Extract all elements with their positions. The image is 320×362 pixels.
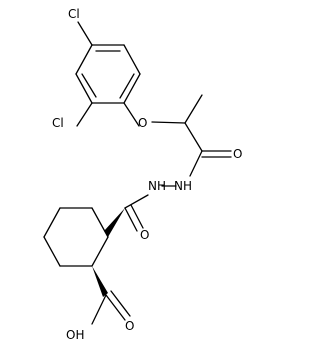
ring-bond: [91, 236, 109, 267]
hydrogen-label: H: [183, 179, 192, 193]
ring-bond: [75, 44, 93, 75]
oxygen-label: O: [233, 147, 242, 161]
dichlorophenyl-ring: [75, 44, 141, 104]
o-ch-bond: [151, 121, 186, 124]
ch-carbonyl-bond: [184, 122, 203, 152]
wedge-bond: [104, 208, 125, 237]
oxygen-label: O: [140, 228, 149, 242]
carbonyl2-double-bond: [130, 204, 144, 229]
oxygen-label: O: [125, 319, 134, 333]
methyl-bond: [184, 94, 203, 124]
structure-svg: Cl Cl O O N H N H O O OH: [43, 7, 242, 342]
oxygen-label: O: [138, 116, 147, 130]
hydroxyl-label: OH: [66, 328, 84, 342]
acid-c-o-double: [110, 290, 131, 317]
molecule-diagram: Cl Cl O O N H N H O O OH: [43, 7, 242, 342]
ring-bond: [75, 73, 93, 104]
nitrogen-label: N: [174, 179, 183, 193]
n-carbonyl-bond: [124, 194, 149, 209]
wedge-bond: [92, 266, 108, 297]
carbonyl-n-bond: [189, 150, 203, 177]
nitrogen-label: N: [148, 179, 157, 193]
c-cl-bond-left: [76, 102, 93, 127]
ring-bond: [43, 236, 61, 267]
acid-c-oh-bond: [91, 294, 107, 325]
chlorine-label: Cl: [52, 116, 64, 130]
ring-double-bond: [119, 73, 135, 99]
ring-bond: [123, 44, 141, 75]
cyclohexane-ring: [43, 207, 109, 267]
ring-double-bond: [81, 73, 97, 98]
carbonyl2-double-bond: [124, 207, 138, 232]
ring-bond: [43, 207, 61, 238]
ring-bond: [123, 73, 141, 104]
c-cl-bond-top: [77, 21, 93, 46]
c-o-bond: [123, 102, 140, 127]
hydrogen-label: H: [157, 179, 166, 193]
acid-c-o-double: [105, 294, 126, 321]
chlorine-label: Cl: [68, 7, 80, 21]
